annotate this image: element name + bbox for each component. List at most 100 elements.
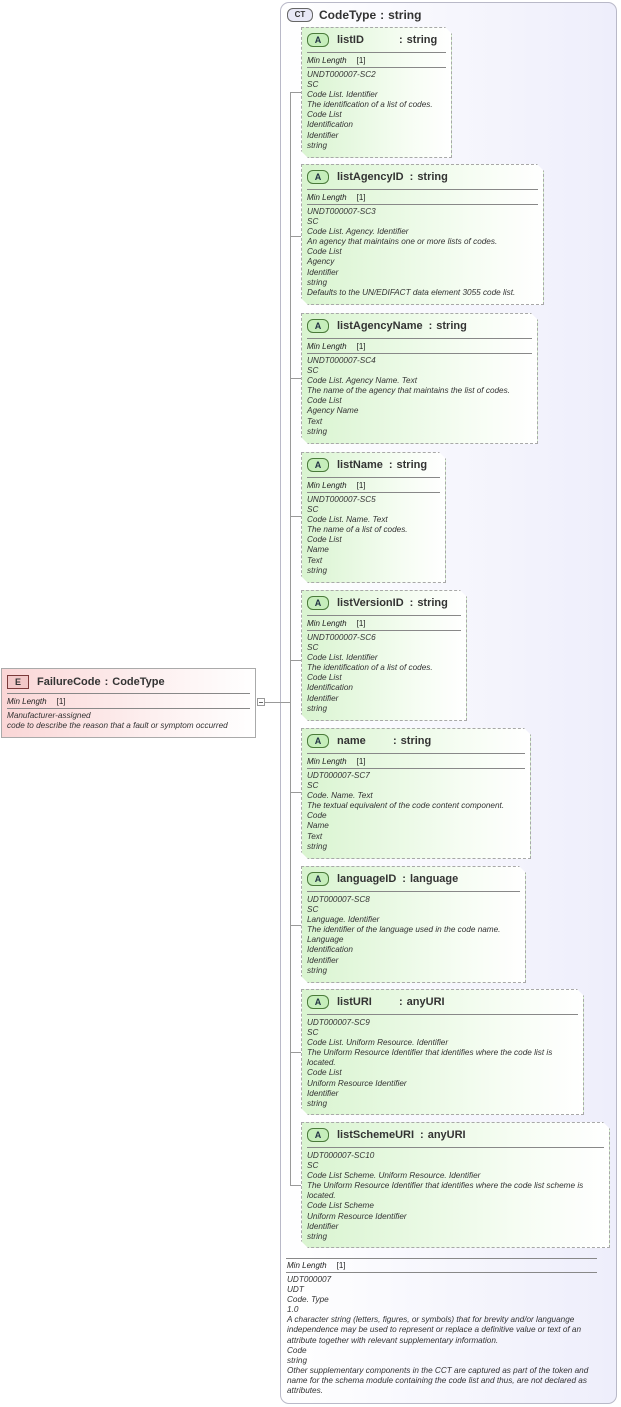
divider (307, 891, 520, 892)
complex-type-type: string (388, 8, 422, 22)
attribute-name: listURI (337, 995, 372, 1008)
attribute-documentation: UNDT000007-SC4 SC Code List. Agency Name… (307, 356, 534, 437)
facet-label: Min Length (307, 619, 347, 628)
doc-line: SC (307, 1028, 319, 1038)
attribute-icon: A (307, 734, 329, 748)
attribute-box-listname[interactable]: A listName : string Min Length[1] UNDT00… (301, 452, 446, 583)
doc-line: Text (307, 416, 323, 426)
divider (307, 492, 440, 493)
attribute-header: A listVersionID : string (307, 595, 448, 610)
doc-line: The textual equivalent of the code conte… (307, 801, 505, 811)
doc-line: Identification (307, 683, 353, 693)
attribute-type: string (400, 734, 432, 747)
facet-label: Min Length (307, 342, 347, 351)
element-colon: : (104, 675, 109, 688)
doc-line: SC (307, 505, 319, 515)
attribute-header: A listAgencyName : string (307, 318, 467, 333)
attribute-documentation: UDT000007-SC9 SC Code List. Uniform Reso… (307, 1018, 580, 1109)
attribute-header: A listAgencyID : string (307, 169, 448, 184)
divider (7, 693, 250, 694)
doc-line: A character string (letters, figures, or… (287, 1315, 582, 1345)
complex-type-colon: : (380, 8, 385, 22)
doc-line: Code. Type (287, 1295, 329, 1305)
facet-min-length: Min Length[1] (307, 193, 366, 203)
doc-line: Code List. Identifier (307, 90, 378, 100)
complex-type-icon: CT (287, 8, 313, 22)
attribute-box-listversionid[interactable]: A listVersionID : string Min Length[1] U… (301, 590, 467, 721)
attribute-name: listAgencyID (337, 170, 404, 183)
divider (307, 615, 461, 616)
doc-line: Text (307, 555, 323, 565)
doc-line: Text (307, 831, 323, 841)
doc-line: UNDT000007-SC2 (307, 70, 376, 79)
doc-line: UDT000007-SC8 (307, 895, 370, 904)
doc-line: SC (307, 905, 319, 915)
doc-line: Uniform Resource Identifier (307, 1078, 407, 1088)
attribute-box-listschemeuri[interactable]: A listSchemeURI : anyURI UDT000007-SC10 … (301, 1122, 610, 1248)
doc-line: The name of the agency that maintains th… (307, 386, 510, 396)
doc-line: UNDT000007-SC4 (307, 356, 376, 365)
connector-tick (290, 1185, 301, 1186)
attribute-box-languageid[interactable]: A languageID : language UDT000007-SC8 SC… (301, 866, 526, 983)
doc-line: string (307, 277, 328, 287)
attribute-icon: A (307, 596, 329, 610)
element-box-failurecode[interactable]: E FailureCode : CodeType Min Length[1] M… (1, 668, 256, 738)
connector-tick (290, 236, 301, 237)
divider (307, 753, 525, 754)
attribute-header: A listName : string (307, 457, 427, 472)
facet-label: Min Length (307, 193, 347, 202)
doc-line: The Uniform Resource Identifier that ide… (307, 1181, 584, 1201)
attribute-header: A listURI : anyURI (307, 994, 445, 1009)
divider (286, 1258, 597, 1259)
divider (307, 1014, 578, 1015)
connector-tick (290, 792, 301, 793)
doc-line: The name of a list of codes. (307, 525, 408, 535)
doc-line: UDT000007 (287, 1275, 332, 1284)
divider (307, 338, 532, 339)
attribute-documentation: UDT000007-SC8 SC Language. Identifier Th… (307, 895, 522, 976)
complex-type-documentation: UDT000007 UDT Code. Type 1.0 A character… (287, 1275, 593, 1396)
attribute-box-listid[interactable]: A listID : string Min Length[1] UNDT0000… (301, 27, 452, 158)
complex-type-header: CT CodeType : string (287, 8, 421, 22)
attribute-header: A name : string (307, 733, 431, 748)
facet-min-length: Min Length[1] (307, 342, 366, 352)
doc-line: string (307, 565, 328, 575)
divider (307, 477, 440, 478)
doc-line: Identifier (307, 130, 339, 140)
attribute-box-listuri[interactable]: A listURI : anyURI UDT000007-SC9 SC Code… (301, 989, 584, 1115)
divider (307, 189, 538, 190)
attribute-type: string (417, 596, 448, 609)
facet-value: [1] (336, 1261, 346, 1270)
doc-line: An agency that maintains one or more lis… (307, 237, 498, 247)
expand-collapse-icon[interactable] (257, 698, 265, 706)
doc-line: Identifier (307, 267, 339, 277)
attribute-box-listagencyid[interactable]: A listAgencyID : string Min Length[1] UN… (301, 164, 544, 305)
doc-line: string (307, 703, 328, 713)
doc-line: The identifier of the language used in t… (307, 925, 501, 935)
doc-line: Language. Identifier (307, 915, 380, 925)
element-facet-min-length: Min Length[1] (7, 697, 66, 707)
attribute-icon: A (307, 33, 329, 47)
connector-tick (290, 925, 301, 926)
doc-line: string (307, 965, 328, 975)
doc-line: Code List (307, 673, 342, 683)
doc-line: The identification of a list of codes. (307, 100, 433, 110)
doc-line: 1.0 (287, 1305, 299, 1315)
attribute-box-listagencyname[interactable]: A listAgencyName : string Min Length[1] … (301, 313, 538, 444)
facet-min-length: Min Length[1] (307, 481, 366, 491)
attribute-colon: : (409, 596, 414, 609)
doc-line: UNDT000007-SC6 (307, 633, 376, 642)
sequence-connector (290, 92, 291, 1185)
attribute-name: listSchemeURI (337, 1128, 415, 1141)
element-type: CodeType (112, 675, 165, 688)
doc-line: UDT (287, 1285, 304, 1295)
facet-label: Min Length (287, 1261, 327, 1270)
doc-line: Uniform Resource Identifier (307, 1211, 407, 1221)
attribute-documentation: UDT000007-SC7 SC Code. Name. Text The te… (307, 771, 527, 852)
element-icon: E (7, 674, 29, 689)
attribute-box-name[interactable]: A name : string Min Length[1] UDT000007-… (301, 728, 531, 859)
element-name: FailureCode (37, 675, 101, 688)
element-connector-line (265, 702, 290, 703)
doc-line: Code List (307, 535, 342, 545)
attribute-name: listVersionID (337, 596, 404, 609)
